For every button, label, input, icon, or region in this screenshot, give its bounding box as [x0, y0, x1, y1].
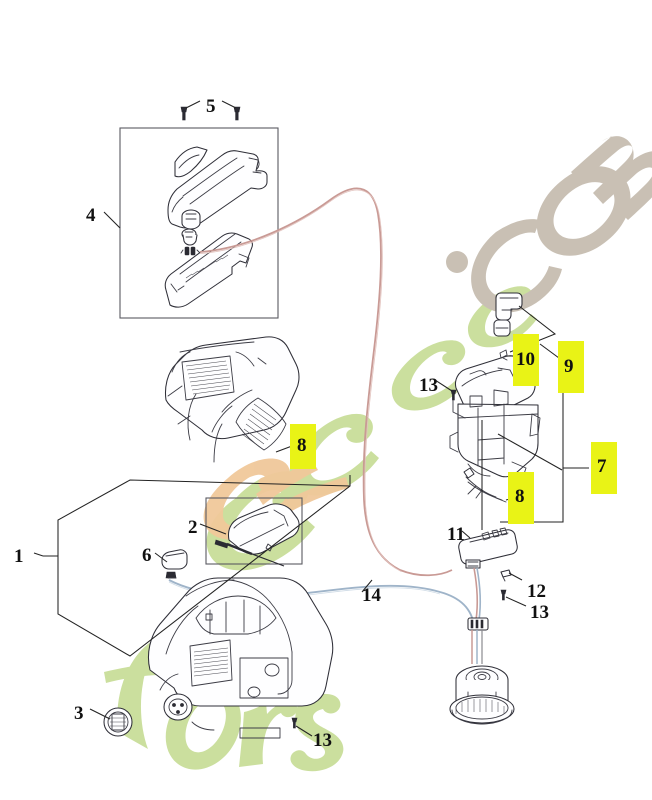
housing-vents	[193, 647, 229, 677]
highlight-box-8b	[508, 472, 534, 524]
vent-left	[185, 360, 232, 395]
callout-14[interactable]: 14	[362, 585, 381, 606]
callout-6[interactable]: 6	[142, 545, 152, 566]
leader-3	[89, 708, 111, 720]
socket-cap	[103, 707, 133, 737]
leader-12	[508, 572, 523, 581]
vent-right	[241, 403, 277, 448]
callout-4[interactable]: 4	[86, 205, 96, 226]
callout-1[interactable]: 1	[14, 546, 24, 567]
bracket-7-top	[539, 343, 589, 469]
screw-13-board	[500, 589, 507, 601]
bracket-1-upper	[57, 479, 351, 556]
leader-13a	[434, 379, 453, 392]
highlight-box-8a	[290, 424, 316, 469]
highlight-box-9	[558, 341, 584, 393]
leader-7	[497, 433, 563, 471]
screw-13-housing	[291, 717, 298, 729]
callout-5[interactable]: 5	[206, 96, 216, 117]
callout-8-lever[interactable]: 8	[515, 486, 525, 507]
leader-4	[103, 211, 121, 229]
watermark-beige-dotcom	[446, 136, 652, 313]
leader-13b	[505, 596, 527, 607]
callout-13-housing[interactable]: 13	[313, 730, 332, 751]
cable-clip	[161, 549, 188, 579]
side-cover-panel	[165, 336, 300, 463]
main-housing	[147, 577, 334, 739]
lever-spring	[463, 467, 507, 503]
switch-box	[205, 497, 303, 567]
retainer-clip	[500, 569, 512, 582]
motor-fan-ring	[455, 699, 505, 714]
callout-3[interactable]: 3	[74, 703, 84, 724]
callout-8-panel[interactable]: 8	[297, 435, 307, 456]
callout-9[interactable]: 9	[564, 356, 574, 377]
leader-13c	[295, 725, 313, 737]
bracket-1-lower	[43, 475, 351, 657]
control-board	[458, 527, 518, 569]
leader-2	[199, 523, 227, 535]
highlight-box-7	[591, 442, 617, 494]
cable-red	[199, 187, 453, 577]
callout-13-board[interactable]: 13	[530, 602, 549, 623]
leader-1	[33, 552, 44, 557]
callout-7[interactable]: 7	[597, 456, 607, 477]
bracket-clip	[493, 292, 523, 337]
screw-13-motor-trace	[452, 399, 466, 419]
small-fastener	[499, 349, 508, 361]
callout-2[interactable]: 2	[188, 517, 198, 538]
harness-bundle	[467, 567, 489, 664]
handle-bar	[167, 150, 268, 229]
callout-13-motor[interactable]: 13	[419, 375, 438, 396]
leader-5	[185, 100, 237, 109]
callout-12[interactable]: 12	[527, 581, 546, 602]
callout-10[interactable]: 10	[516, 349, 535, 370]
motor-assembly	[449, 665, 515, 725]
handle-group-box	[119, 127, 279, 319]
leader-8a	[275, 445, 293, 453]
handle-lower-shell	[164, 232, 253, 308]
highlight-box-10	[513, 334, 539, 386]
handle-knob-stack	[180, 209, 201, 256]
leader-14	[361, 579, 373, 593]
screw-13-motor	[450, 389, 457, 401]
leader-11	[461, 530, 471, 539]
leader-6	[154, 552, 168, 563]
callout-11[interactable]: 11	[447, 524, 465, 545]
handle-cap	[174, 146, 208, 178]
